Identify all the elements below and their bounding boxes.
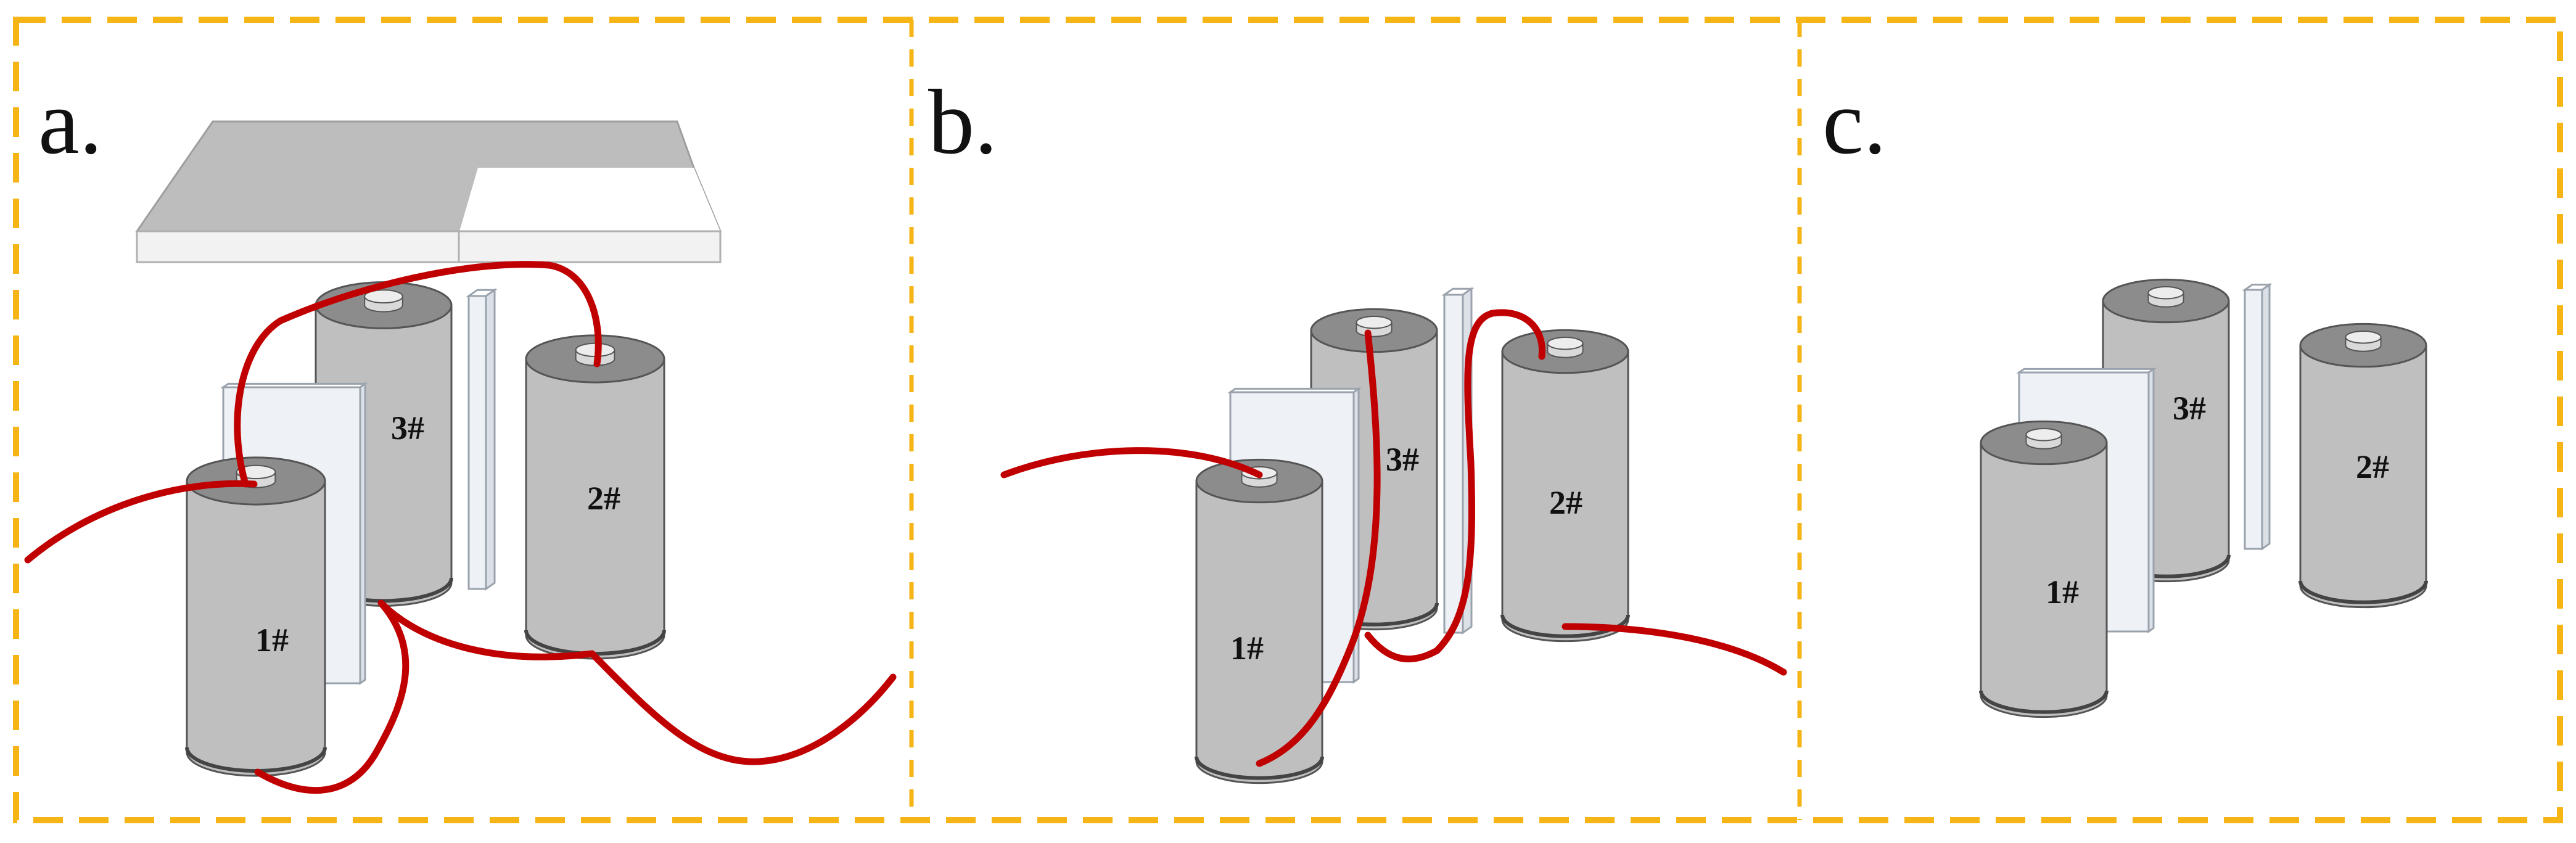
cover-plate-front-step [458,230,722,263]
wire [24,480,258,564]
cell-body [1980,442,2108,718]
wire [1000,447,1263,479]
wire [254,599,897,794]
cell-2-label: 2# [587,480,620,517]
terminal-cap-top [1356,316,1393,329]
separator-plate [466,288,498,591]
cell-3-label: 3# [1386,441,1419,478]
cell-1 [1979,420,2109,718]
plate-side-edge [485,288,496,591]
separator-plate [2242,282,2273,551]
cell-base-edge [1195,756,1324,780]
cell-3-label: 3# [2173,390,2206,427]
wire [1256,329,1381,767]
panel-a: a. 3# 2# 1# [24,71,897,794]
cell-1-label: 1# [1230,630,1264,667]
terminal-cap-top [2345,331,2382,344]
terminal-cap-top [1547,337,1584,350]
dashed-frame [13,17,2563,823]
wiring [1000,309,1787,767]
panel-c: c. 3# 2# 1# [1822,71,2428,718]
cell-2-label: 2# [1549,484,1582,521]
outer-dashed-border [13,17,2563,823]
panel-c-label: c. [1822,71,1887,173]
plate-side-edge [2261,282,2271,551]
cover-plate-front [136,230,460,263]
cell-base-edge [2298,580,2428,604]
panel-b: b. 3# 2# 1# [928,71,1787,784]
panel-b-label: b. [928,71,998,173]
cover-plate-cutout [459,168,720,231]
cell-body [2299,344,2427,609]
cell-2 [2298,323,2428,609]
wire [1364,309,1546,663]
cell-1-label: 1# [2046,574,2079,611]
plate-face [2244,289,2263,550]
terminal-cap-top [364,289,403,304]
cell-body [1195,480,1323,784]
cell-1 [1195,458,1324,784]
cell-3-label: 3# [391,409,424,446]
plate-face [467,295,487,590]
cell-1 [185,456,327,777]
cover-plate [135,120,722,263]
terminal-cap-top [2025,428,2062,442]
wiring [24,261,897,794]
cell-2 [1500,329,1630,643]
cell-2-label: 2# [2356,448,2389,485]
cell-1-label: 1# [255,622,289,659]
wire [234,261,602,488]
terminal-cap-top [2147,286,2184,300]
wire [1562,623,1787,676]
plate-face [1443,294,1464,634]
cell-base-edge [1500,614,1630,638]
cell-base-edge [1979,690,2109,714]
panel-a-label: a. [38,71,102,173]
